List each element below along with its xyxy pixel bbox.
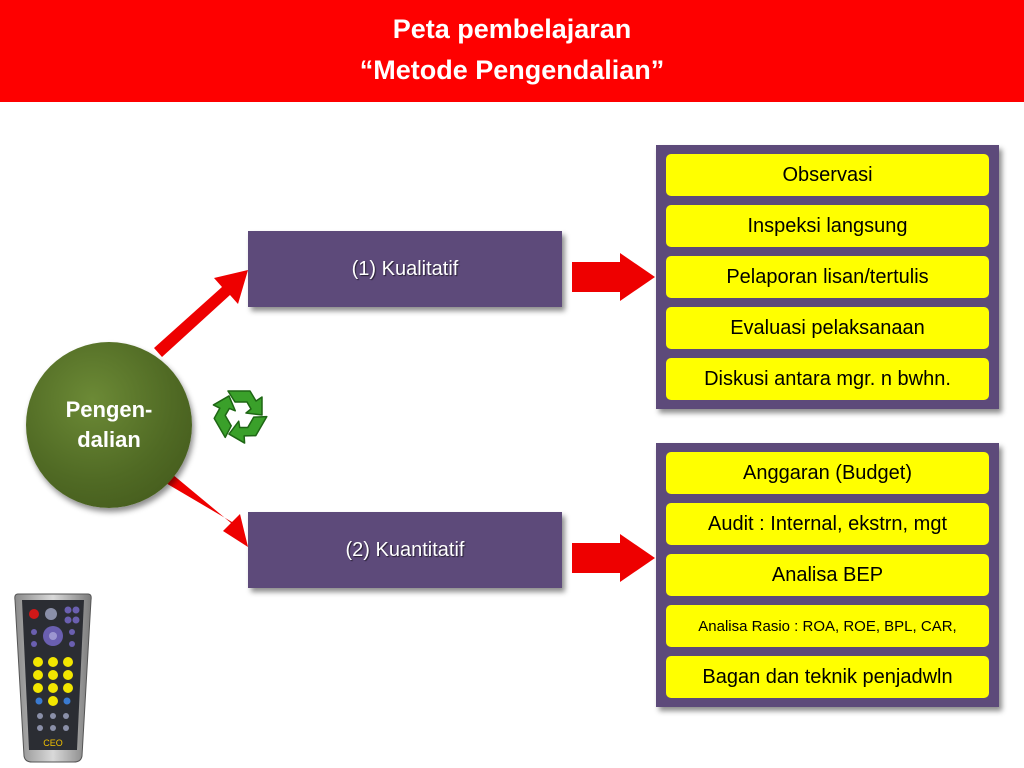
list-item: Diskusi antara mgr. n bwhn. xyxy=(666,358,989,400)
quantitative-methods-panel: Anggaran (Budget) Audit : Internal, ekst… xyxy=(656,443,999,707)
arrow-to-quantitative xyxy=(164,474,248,547)
list-item: Bagan dan teknik penjadwln xyxy=(666,656,989,698)
list-item: Audit : Internal, ekstrn, mgt xyxy=(666,503,989,545)
qualitative-box: (1) Kualitatif xyxy=(248,231,562,307)
list-item: Pelaporan lisan/tertulis xyxy=(666,256,989,298)
page-title: Peta pembelajaran xyxy=(392,14,632,44)
node-label-line2: dalian xyxy=(77,427,141,452)
arrow-quantitative-to-list xyxy=(572,534,655,582)
remote-brand-label: CEO xyxy=(43,738,63,748)
list-item: Evaluasi pelaksanaan xyxy=(666,307,989,349)
pengendalian-node: Pengen- dalian xyxy=(26,342,192,508)
node-label-line1: Pengen- xyxy=(65,397,153,422)
list-item: Observasi xyxy=(666,154,989,196)
remote-control-icon: CEO xyxy=(14,593,92,763)
qualitative-methods-panel: Observasi Inspeksi langsung Pelaporan li… xyxy=(656,145,999,409)
list-item: Inspeksi langsung xyxy=(666,205,989,247)
list-item: Analisa BEP xyxy=(666,554,989,596)
arrow-to-qualitative xyxy=(154,270,248,357)
arrow-qualitative-to-list xyxy=(572,253,655,301)
quantitative-box: (2) Kuantitatif xyxy=(248,512,562,588)
list-item: Anggaran (Budget) xyxy=(666,452,989,494)
page-subtitle: “Metode Pengendalian” xyxy=(359,55,665,85)
title-banner: Peta pembelajaran “Metode Pengendalian” xyxy=(0,0,1024,102)
list-item: Analisa Rasio : ROA, ROE, BPL, CAR, xyxy=(666,605,989,647)
